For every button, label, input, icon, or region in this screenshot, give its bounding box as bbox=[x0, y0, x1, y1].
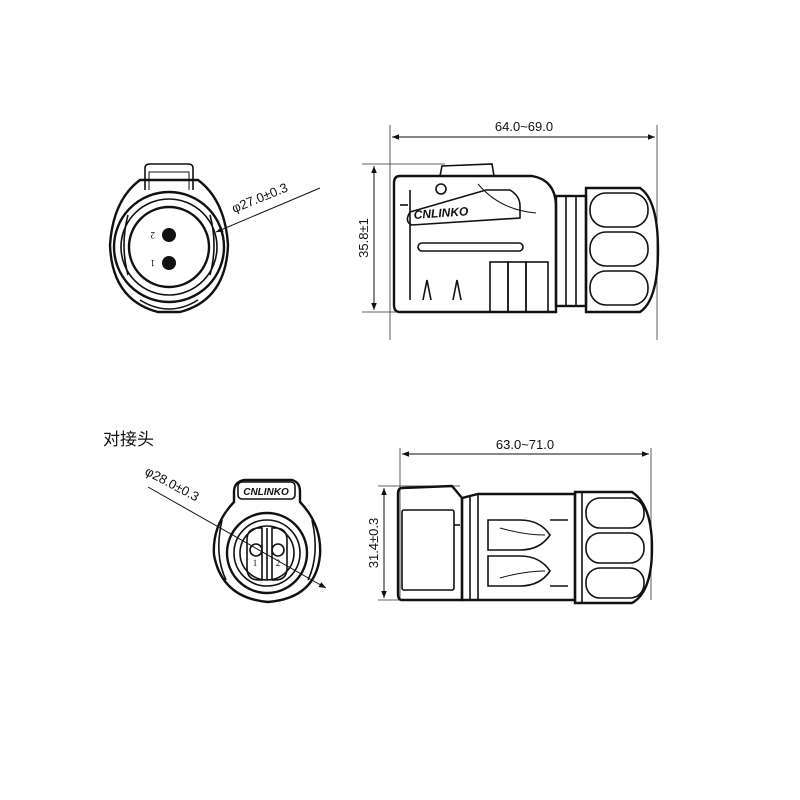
plug-front-view: 2 1 φ27.0±0.3 bbox=[108, 163, 321, 314]
plug-side-view: 64.0~69.0 35.8±1 CNLINKO bbox=[356, 119, 660, 340]
mating-length-label: 63.0~71.0 bbox=[496, 437, 554, 452]
mating-diameter-label: φ28.0±0.3 bbox=[143, 463, 202, 504]
mating-brand-logo: CNLINKO bbox=[243, 487, 289, 498]
plug-length-label: 64.0~69.0 bbox=[495, 119, 553, 134]
plug-height-label: 35.8±1 bbox=[356, 218, 371, 258]
plug-diameter-label: φ27.0±0.3 bbox=[230, 180, 290, 216]
mating-pin-label-1: 1 bbox=[253, 558, 258, 568]
plug-brand-logo: CNLINKO bbox=[413, 204, 469, 222]
mating-side-view: 63.0~71.0 31.4±0.3 bbox=[366, 437, 654, 605]
plug-pin-label-1: 1 bbox=[151, 258, 156, 268]
mating-title: 对接头 bbox=[103, 430, 154, 450]
plug-pin-label-2: 2 bbox=[151, 230, 156, 240]
mating-height-label: 31.4±0.3 bbox=[366, 518, 381, 569]
mating-pin-label-2: 2 bbox=[276, 558, 281, 568]
mating-front-view: 对接头 φ28.0±0.3 CNLINKO 1 2 bbox=[103, 430, 327, 604]
